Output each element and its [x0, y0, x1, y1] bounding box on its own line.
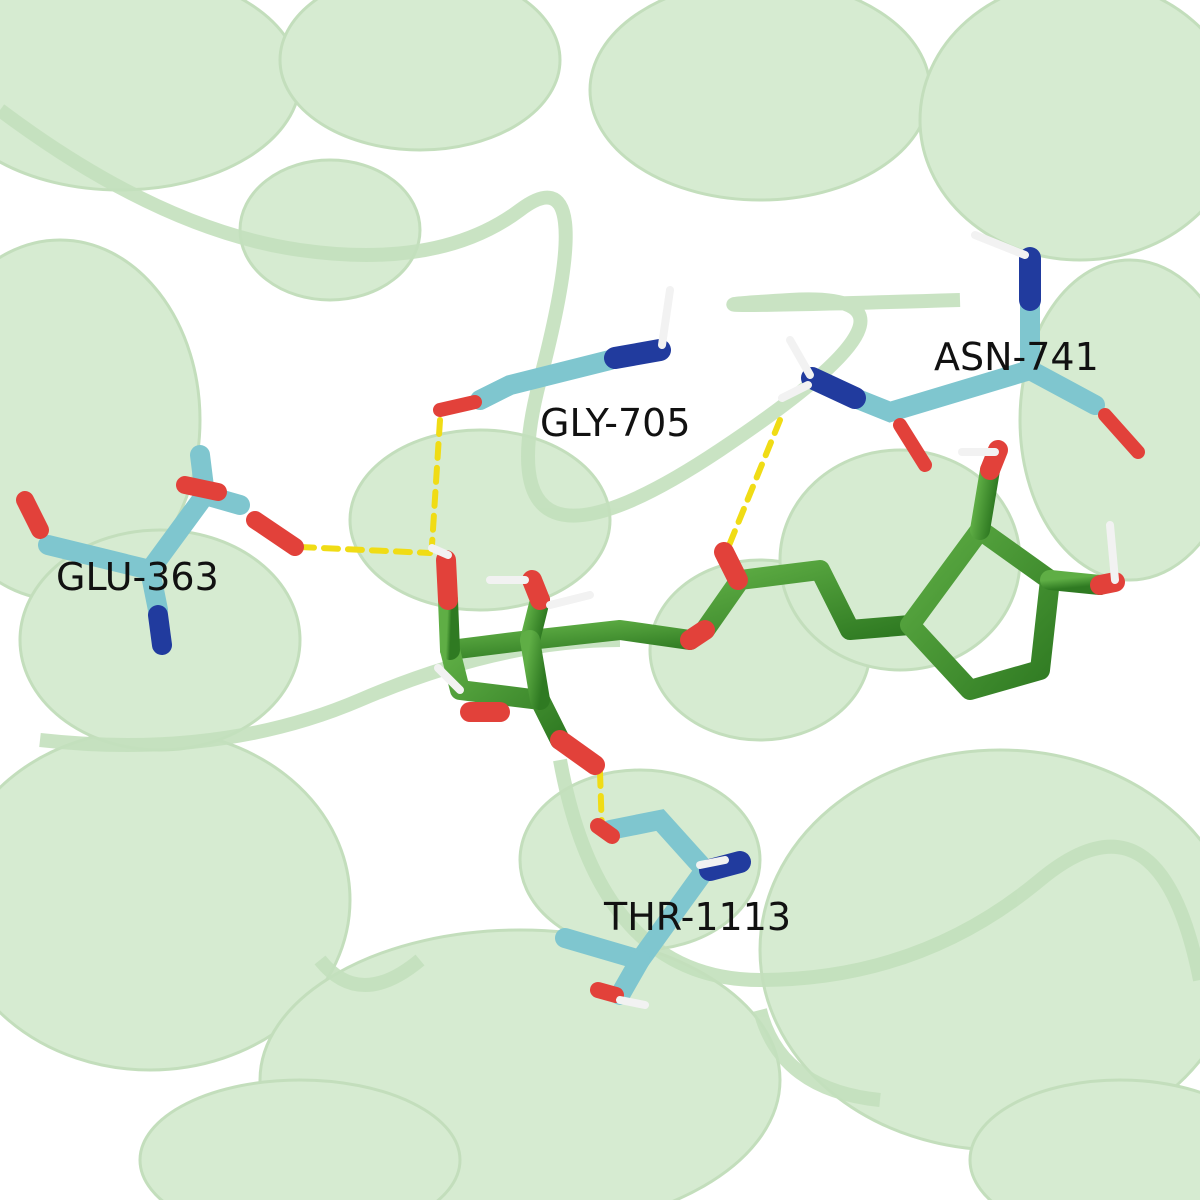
label-thr1113: THR-1113 — [603, 895, 791, 939]
hbond-glu363 — [297, 544, 433, 556]
hbond-asn741 — [725, 417, 783, 551]
hbond-gly705 — [429, 417, 443, 548]
residue-gly705 — [433, 286, 674, 417]
label-asn741: ASN-741 — [934, 335, 1099, 379]
label-gly705: GLY-705 — [540, 401, 691, 445]
residue-thr1113 — [555, 809, 751, 1009]
residue-glu363 — [16, 445, 304, 655]
ligand — [428, 440, 1125, 775]
protein-loops — [0, 104, 1200, 1107]
label-glu363: GLU-363 — [56, 555, 219, 599]
residue-asn741 — [778, 231, 1145, 472]
residue-labels: GLU-363 GLY-705 ASN-741 THR-1113 — [56, 335, 1099, 939]
